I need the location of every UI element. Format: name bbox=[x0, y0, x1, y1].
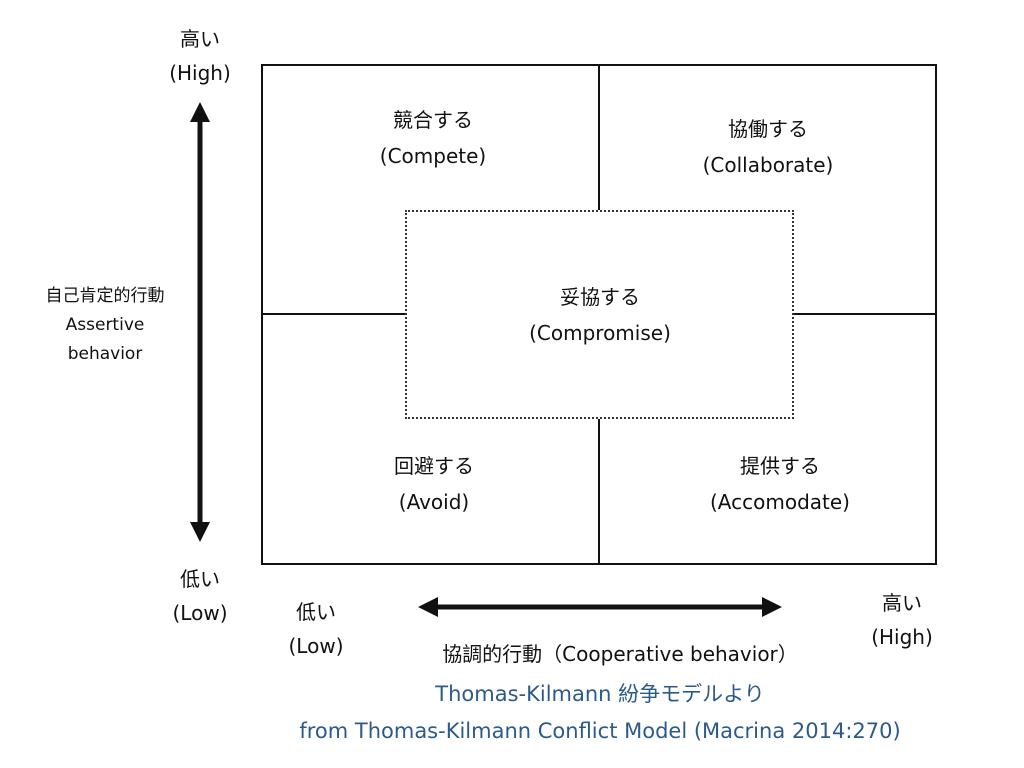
compete-jp: 競合する bbox=[393, 108, 473, 132]
x-axis-high: 高い (High) bbox=[852, 586, 952, 654]
credit-line-2: from Thomas-Kilmann Conflict Model (Macr… bbox=[299, 719, 901, 743]
y-axis-arrow bbox=[190, 102, 210, 542]
x-axis-high-jp: 高い bbox=[882, 591, 922, 615]
y-axis-low-en: (Low) bbox=[172, 601, 228, 625]
accommodate-en: (Accomodate) bbox=[710, 490, 850, 514]
avoid-jp: 回避する bbox=[394, 454, 474, 478]
y-axis-high-en: (High) bbox=[169, 61, 231, 85]
collaborate-jp: 協働する bbox=[728, 117, 808, 141]
avoid-en: (Avoid) bbox=[398, 490, 470, 514]
horizontal-divider-left bbox=[261, 313, 405, 315]
y-axis-title: 自己肯定的行動 Assertive behavior bbox=[20, 282, 190, 369]
y-axis-high: 高い (High) bbox=[150, 22, 250, 90]
accommodate-label: 提供する (Accomodate) bbox=[672, 448, 888, 520]
y-axis-title-en-2: behavior bbox=[67, 344, 143, 364]
vertical-divider-top bbox=[598, 64, 600, 210]
x-axis-high-en: (High) bbox=[871, 625, 933, 649]
compete-en: (Compete) bbox=[379, 144, 487, 168]
vertical-divider-bottom bbox=[598, 419, 600, 565]
y-axis-title-jp: 自己肯定的行動 bbox=[45, 286, 165, 306]
x-axis-low: 低い (Low) bbox=[266, 595, 366, 663]
x-axis-arrow bbox=[418, 597, 782, 617]
y-axis-low: 低い (Low) bbox=[150, 562, 250, 630]
x-axis-low-en: (Low) bbox=[288, 634, 344, 658]
avoid-label: 回避する (Avoid) bbox=[334, 448, 534, 520]
collaborate-en: (Collaborate) bbox=[702, 153, 834, 177]
compete-label: 競合する (Compete) bbox=[331, 102, 535, 174]
compromise-jp: 妥協する bbox=[560, 285, 640, 309]
accommodate-jp: 提供する bbox=[740, 454, 820, 478]
horizontal-divider-right bbox=[794, 313, 937, 315]
compromise-label: 妥協する (Compromise) bbox=[490, 279, 710, 351]
y-axis-high-jp: 高い bbox=[180, 27, 220, 51]
compromise-box bbox=[405, 210, 794, 419]
y-axis-title-en-1: Assertive bbox=[65, 315, 145, 335]
credit-line-1: Thomas-Kilmann 紛争モデルより bbox=[435, 682, 765, 706]
x-axis-low-jp: 低い bbox=[296, 600, 336, 624]
x-axis-title: 協調的行動（Cooperative behavior） bbox=[442, 642, 798, 666]
collaborate-label: 協働する (Collaborate) bbox=[663, 111, 873, 183]
y-axis-low-jp: 低い bbox=[180, 567, 220, 591]
compromise-en: (Compromise) bbox=[529, 321, 671, 345]
